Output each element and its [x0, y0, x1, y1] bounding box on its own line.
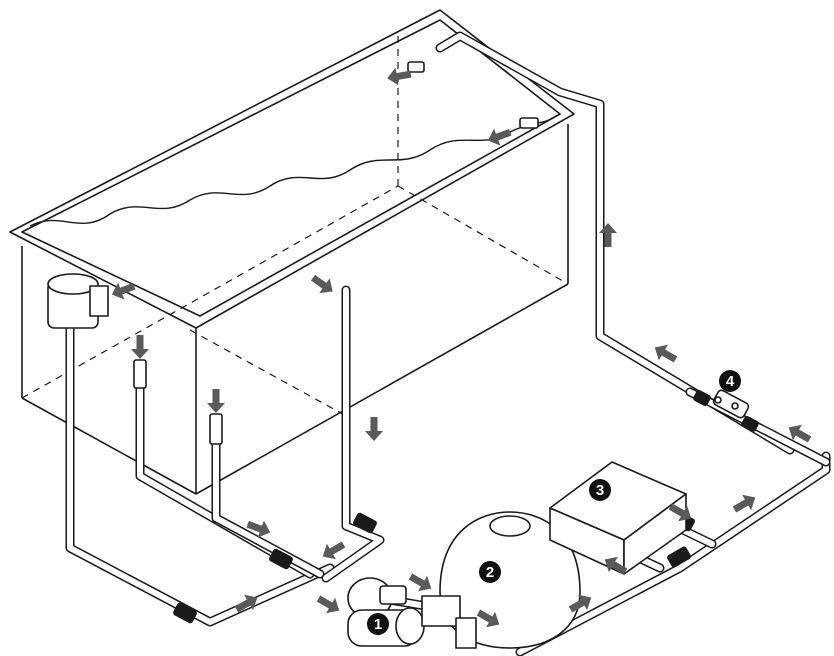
pool-hidden-bottom-right	[397, 185, 569, 285]
sand-filter	[421, 511, 581, 649]
return-inlet-top	[407, 61, 425, 73]
pump	[347, 577, 425, 647]
union-joint	[667, 546, 691, 568]
flow-arrow-filter-to-right	[568, 594, 592, 613]
flow-arrow-filter-out	[476, 609, 500, 628]
flow-arrow-heater-out	[668, 503, 692, 522]
pool-bottom-front	[21, 397, 197, 495]
pool-hidden-floor-diag	[189, 329, 351, 419]
chlorinator	[712, 389, 750, 419]
pool-hidden-bottom-back	[21, 185, 399, 399]
flow-arrow-chlorinator-in	[788, 424, 812, 443]
chlorinator-label: 4	[719, 370, 741, 392]
flow-arrow-drain-right	[207, 389, 225, 413]
skimmer-suction-pipe	[65, 321, 335, 627]
pool-tank	[9, 9, 575, 495]
pool-rim-inner	[21, 19, 561, 317]
flow-arrow-heater-in	[604, 556, 628, 575]
flow-arrow-skimmer-inflow	[111, 282, 136, 300]
floor-drain-right	[209, 413, 223, 445]
water-surface	[29, 117, 553, 227]
pump-label: 1	[367, 613, 389, 635]
heater-label: 3	[589, 479, 611, 501]
flow-arrow-return-inlet-mid	[487, 128, 512, 146]
pool-rim-outer	[9, 9, 575, 329]
flow-arrow-drain-left	[131, 335, 149, 359]
pool-bottom-right	[195, 283, 569, 495]
union-joint	[269, 548, 293, 570]
flow-arrow-union-a	[246, 520, 271, 538]
union-joint	[173, 602, 197, 624]
sand-filter-label: 2	[479, 561, 501, 583]
flow-arrow-riser-up	[599, 223, 617, 247]
drain-pipe-left	[135, 369, 315, 579]
svg-text:2: 2	[486, 564, 494, 581]
heater	[549, 461, 687, 575]
flow-arrow-pump-in	[316, 595, 340, 614]
union-joint	[741, 416, 759, 432]
component-labels: 1 2 3 4	[367, 370, 741, 635]
floor-drain-left	[133, 359, 147, 389]
svg-text:1: 1	[374, 616, 382, 633]
return-inlet-mid	[519, 117, 539, 129]
svg-text:3: 3	[596, 482, 604, 499]
union-joint	[693, 390, 711, 406]
flow-arrow-filter-in	[408, 573, 432, 592]
drain-pipe-right	[211, 415, 325, 579]
flow-arrow-return-inlet-top	[387, 67, 412, 86]
flow-arrow-union-b	[322, 541, 346, 560]
skimmer	[47, 273, 109, 329]
flow-arrow-suction-down	[365, 417, 383, 441]
flow-arrow-bottom-return	[234, 594, 258, 613]
svg-text:4: 4	[726, 373, 735, 390]
flow-arrow-suction-line-c	[310, 274, 333, 294]
union-joint	[353, 512, 377, 534]
flow-arrow-chlorinator-out	[654, 344, 678, 363]
return-inlet-fittings	[407, 61, 539, 129]
flow-arrows	[111, 67, 812, 628]
flow-arrow-line-to-chlorinator	[732, 494, 756, 513]
